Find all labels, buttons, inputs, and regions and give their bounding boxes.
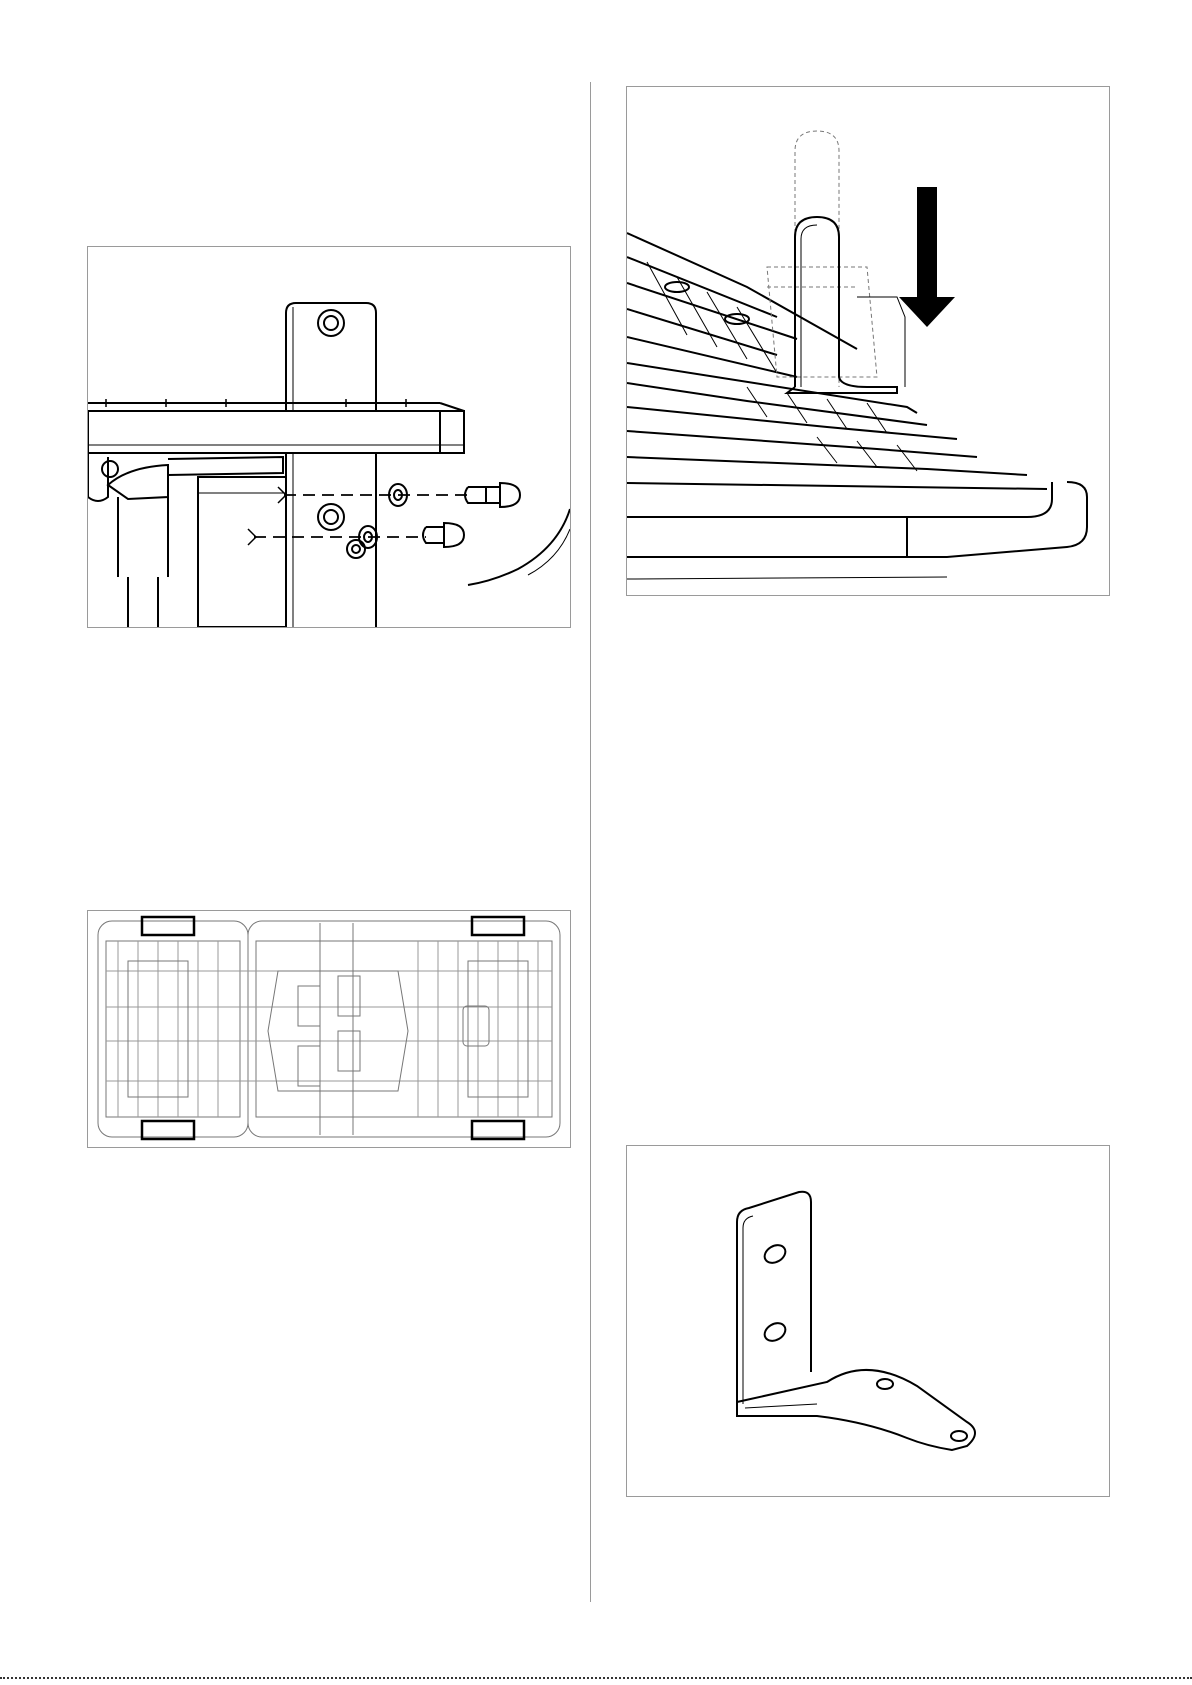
figure-bed-topview [87,910,571,1148]
bolts-washers-illustration [88,247,570,627]
highlight-boxes [142,917,524,1139]
page-footer-rule [0,1677,1192,1679]
l-bracket-illustration [627,1146,1109,1496]
figure-bolt-install [87,246,571,628]
column-divider [590,82,591,1602]
bed-frame-topview-illustration [88,911,570,1147]
figure-bracket-part [626,1145,1110,1497]
bracket-insert-illustration [627,87,1109,595]
figure-bracket-insert [626,86,1110,596]
down-arrow-icon [899,187,955,327]
